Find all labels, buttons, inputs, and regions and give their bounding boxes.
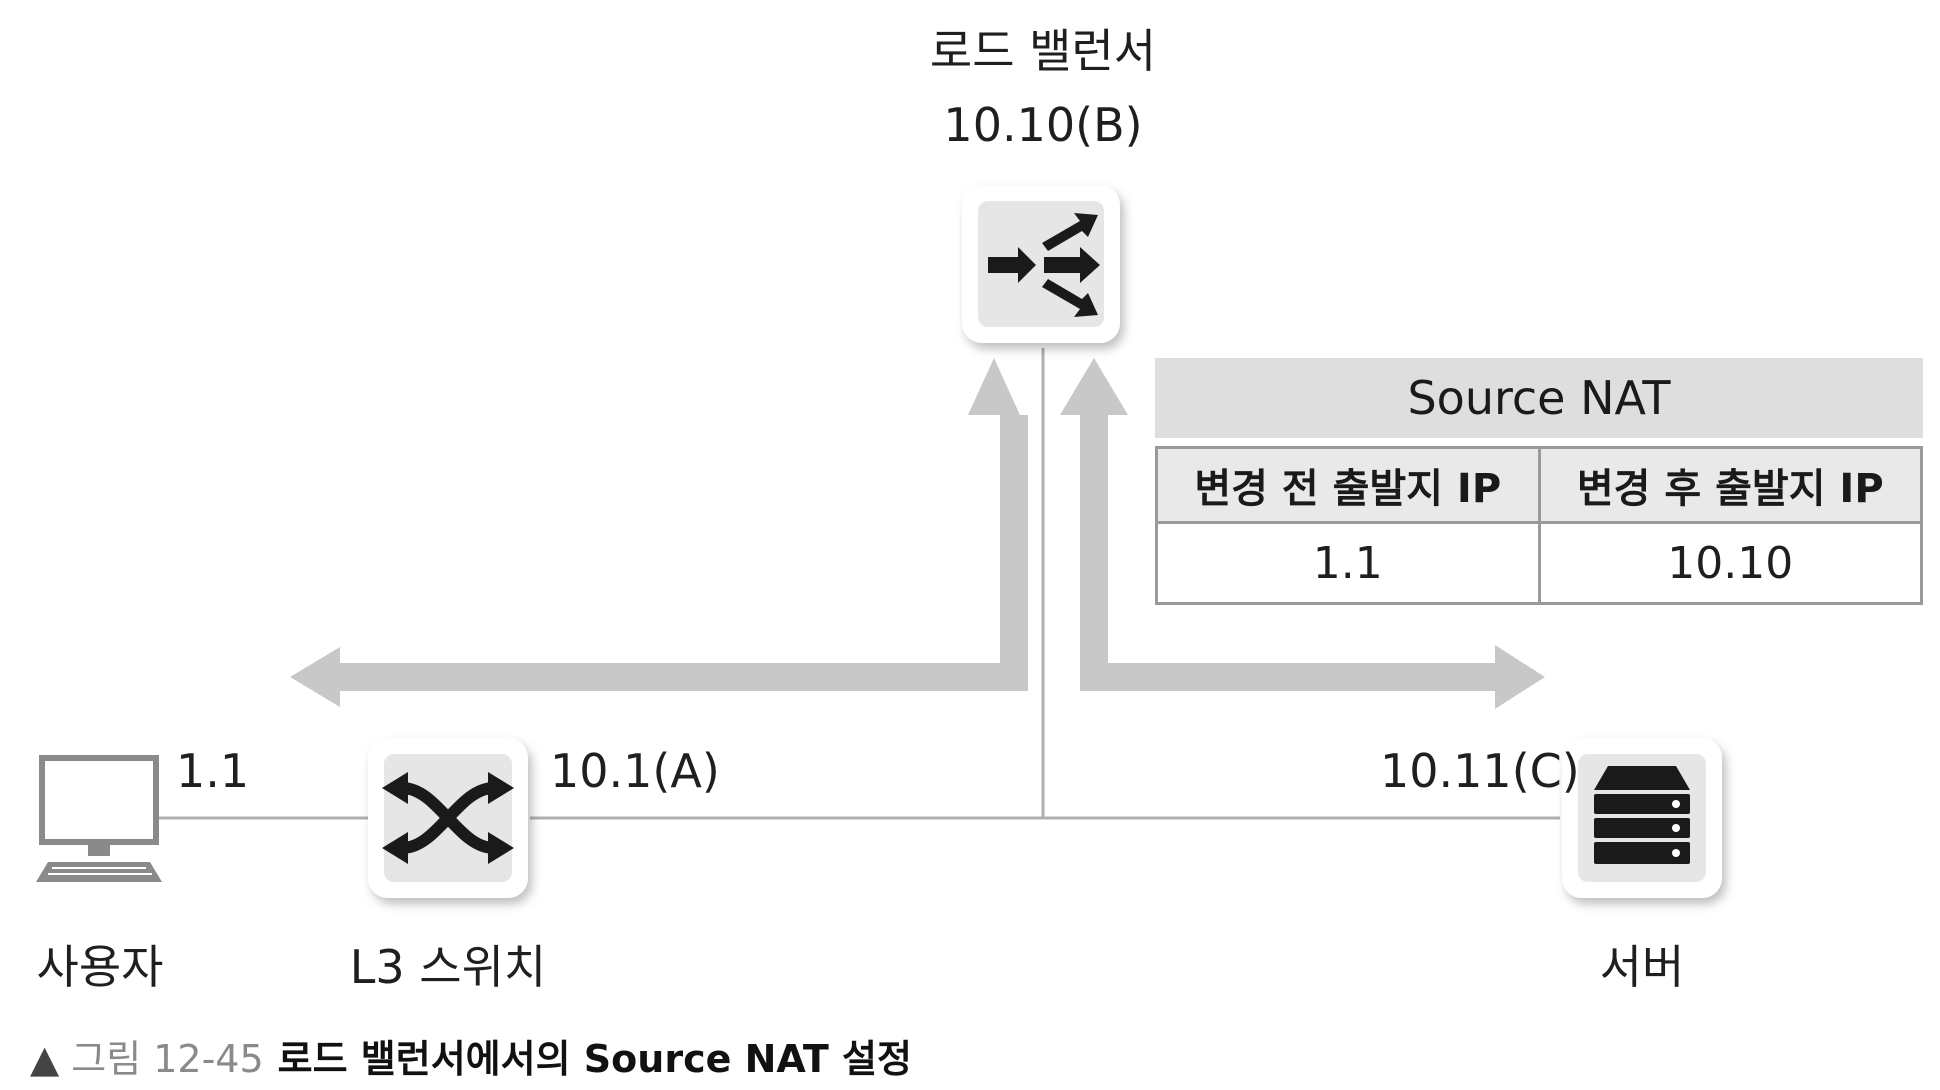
- flow-arrows: [290, 358, 1545, 709]
- server-icon: [1562, 738, 1722, 898]
- figure-caption: ▲그림 12-45 로드 밸런서에서의 Source NAT 설정: [30, 1028, 912, 1083]
- l3-switch-address: 10.1(A): [550, 744, 720, 798]
- computer-icon: [36, 755, 162, 882]
- connection-lines: [155, 348, 1560, 820]
- switch-icon: [368, 738, 528, 898]
- flow-arrow-user-to-lb: [290, 358, 1028, 707]
- load-balancer-icon: [962, 185, 1120, 343]
- cell-before-source-ip: 1.1: [1155, 521, 1541, 605]
- caption-marker: ▲: [30, 1037, 60, 1081]
- user-address: 1.1: [176, 744, 250, 798]
- cell-after-source-ip: 10.10: [1537, 521, 1923, 605]
- header-after-source-ip: 변경 후 출발지 IP: [1537, 446, 1923, 524]
- nat-table-header-row: 변경 전 출발지 IP 변경 후 출발지 IP: [1155, 446, 1923, 524]
- nat-table-grid: 변경 전 출발지 IP 변경 후 출발지 IP 1.1 10.10: [1155, 446, 1923, 605]
- server-name: 서버: [1599, 940, 1685, 994]
- l3-switch-name: L3 스위치: [349, 940, 547, 994]
- caption-text: 로드 밸런서에서의 Source NAT 설정: [277, 1037, 912, 1081]
- server-address: 10.11(C): [1380, 744, 1580, 798]
- load-balancer-address: 10.10(B): [943, 98, 1143, 152]
- user-name: 사용자: [36, 940, 164, 994]
- source-nat-table: Source NAT 변경 전 출발지 IP 변경 후 출발지 IP 1.1 1…: [1155, 358, 1923, 605]
- nat-table-title: Source NAT: [1155, 358, 1923, 438]
- header-before-source-ip: 변경 전 출발지 IP: [1155, 446, 1541, 524]
- caption-figure-number: 그림 12-45: [71, 1037, 264, 1081]
- flow-arrow-lb-to-server: [1060, 358, 1545, 709]
- load-balancer-name: 로드 밸런서: [929, 24, 1157, 78]
- table-row: 1.1 10.10: [1155, 521, 1923, 605]
